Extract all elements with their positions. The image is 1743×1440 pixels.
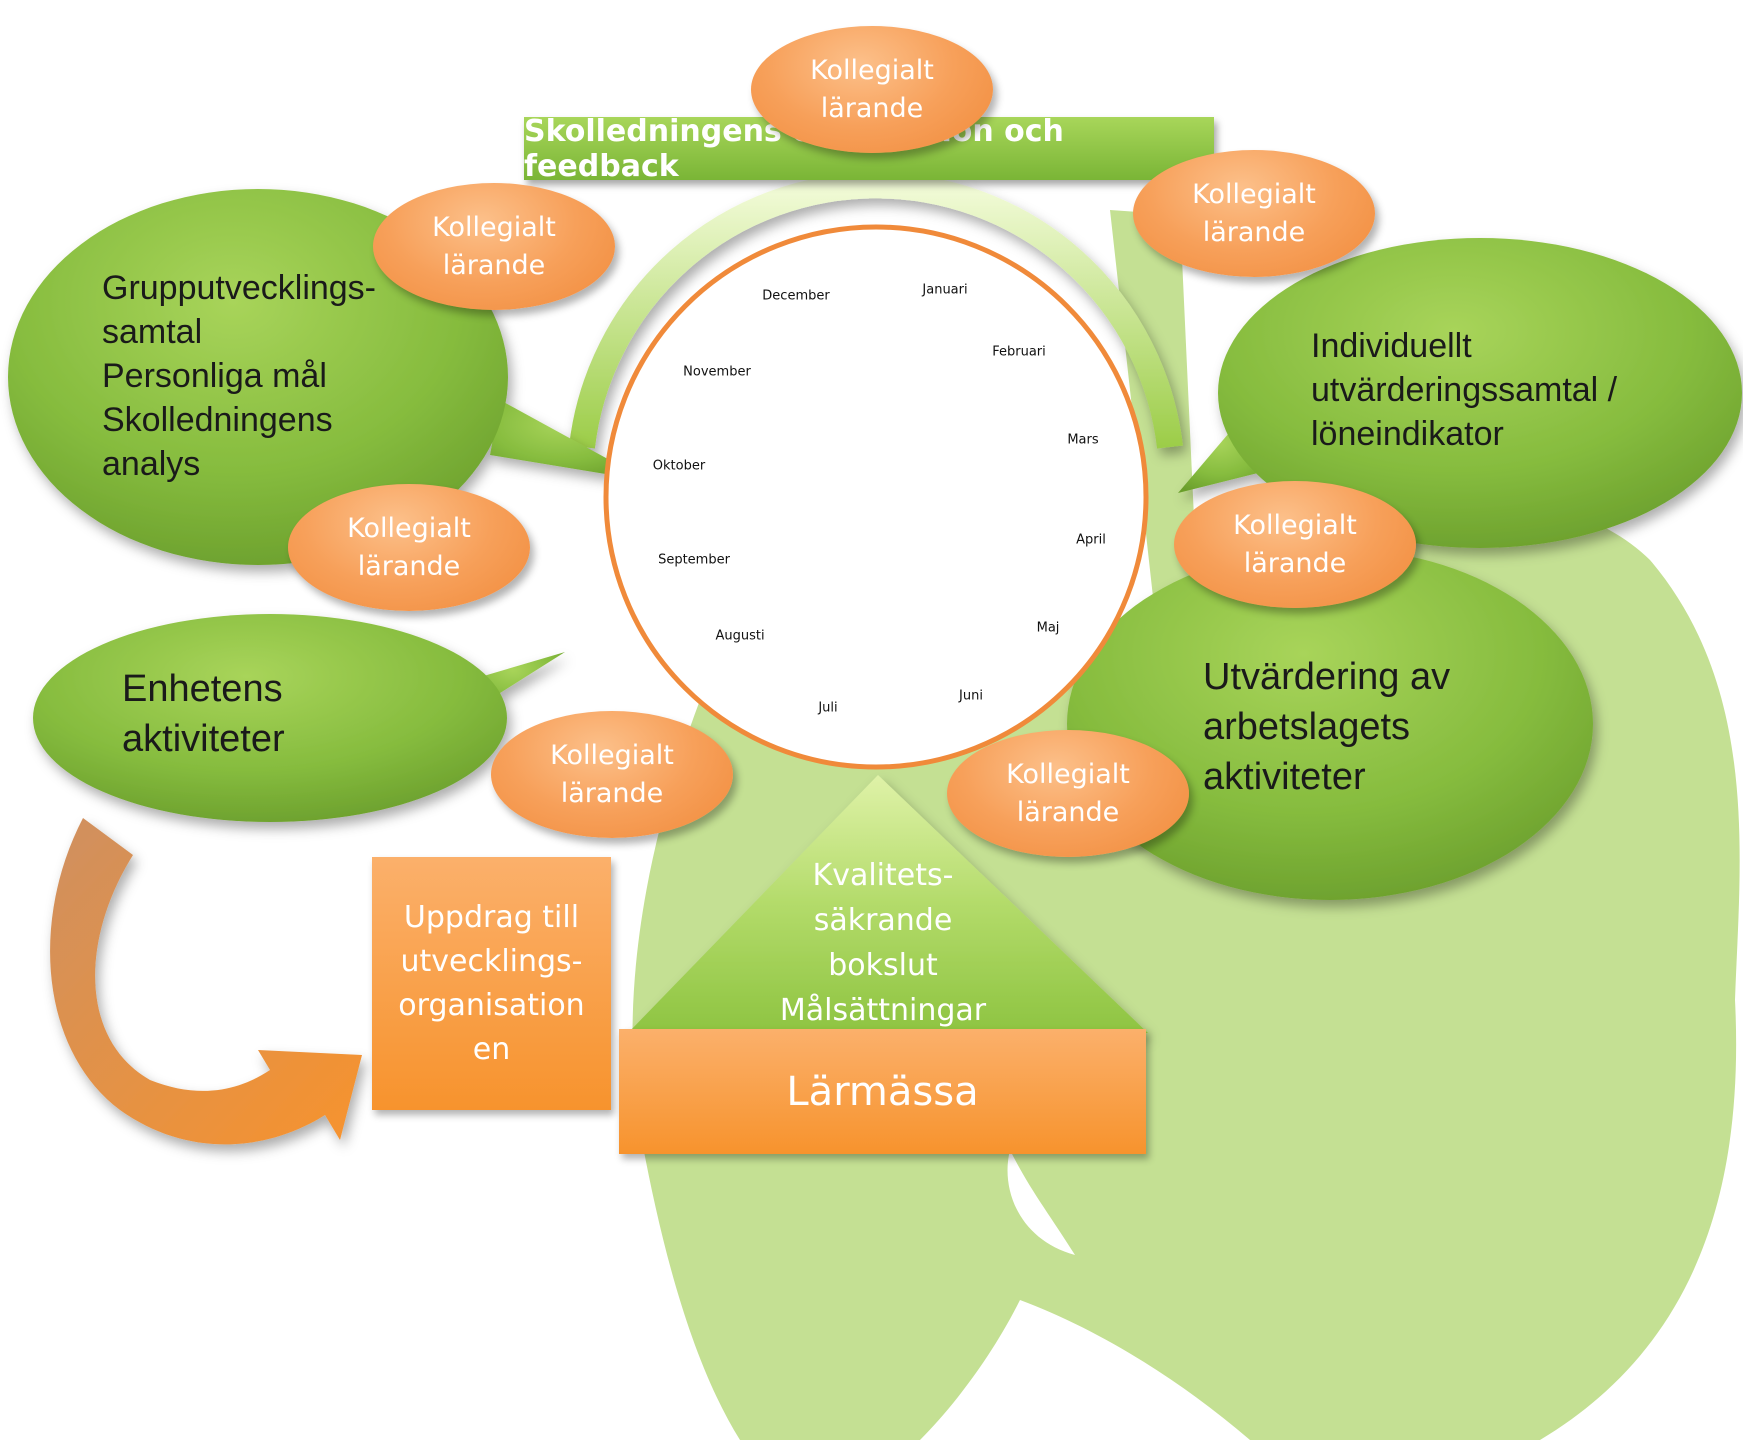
month-june: Juni bbox=[959, 688, 983, 704]
uppdrag-box: Uppdrag till utvecklings- organisation e… bbox=[372, 857, 611, 1110]
bubble-right-top-text: Individuellt utvärderingssamtal / lönein… bbox=[1311, 327, 1618, 453]
quality-triangle-text: Kvalitets- säkrande bokslut Målsättninga… bbox=[779, 858, 987, 1028]
month-november: November bbox=[683, 364, 751, 380]
curved-arrow bbox=[50, 818, 362, 1145]
month-october: Oktober bbox=[652, 458, 706, 474]
bubble-left-text: Enhetens aktiviteter bbox=[122, 668, 285, 760]
kollegialt-larande-oval-lower-right: Kollegialt lärande bbox=[947, 730, 1189, 857]
month-july: Juli bbox=[818, 700, 838, 716]
month-april: April bbox=[1076, 532, 1106, 548]
bubble-left-shape bbox=[33, 614, 565, 822]
larmassa-box: Lärmässa bbox=[619, 1029, 1146, 1154]
year-wheel bbox=[603, 224, 1149, 770]
month-january: Januari bbox=[922, 282, 968, 298]
month-september: September bbox=[658, 552, 730, 568]
leaf-cutout bbox=[1007, 1150, 1075, 1255]
kollegialt-larande-oval-left: Kollegialt lärande bbox=[288, 484, 530, 611]
bubble-right-bottom-shape bbox=[1058, 548, 1593, 900]
bubble-top-left-text: Grupputvecklings- samtal Personliga mål … bbox=[102, 269, 377, 483]
month-february: Februari bbox=[992, 344, 1046, 360]
kollegialt-larande-oval-upper-right: Kollegialt lärande bbox=[1133, 150, 1375, 277]
observation-arc bbox=[569, 172, 1183, 449]
kollegialt-larande-oval-lower-left: Kollegialt lärande bbox=[491, 711, 733, 838]
month-august: Augusti bbox=[715, 628, 765, 644]
bubble-right-bottom-text: Utvärdering av arbetslagets aktiviteter bbox=[1203, 656, 1451, 798]
month-march: Mars bbox=[1067, 432, 1099, 448]
kollegialt-larande-oval-upper-left: Kollegialt lärande bbox=[373, 183, 615, 310]
bubble-right-top-shape bbox=[1178, 238, 1742, 548]
month-may: Maj bbox=[1036, 620, 1060, 636]
month-december: December bbox=[762, 288, 830, 304]
kollegialt-larande-oval-top: Kollegialt lärande bbox=[751, 26, 993, 153]
quality-triangle bbox=[628, 775, 1148, 1033]
kollegialt-larande-oval-right: Kollegialt lärande bbox=[1174, 481, 1416, 608]
